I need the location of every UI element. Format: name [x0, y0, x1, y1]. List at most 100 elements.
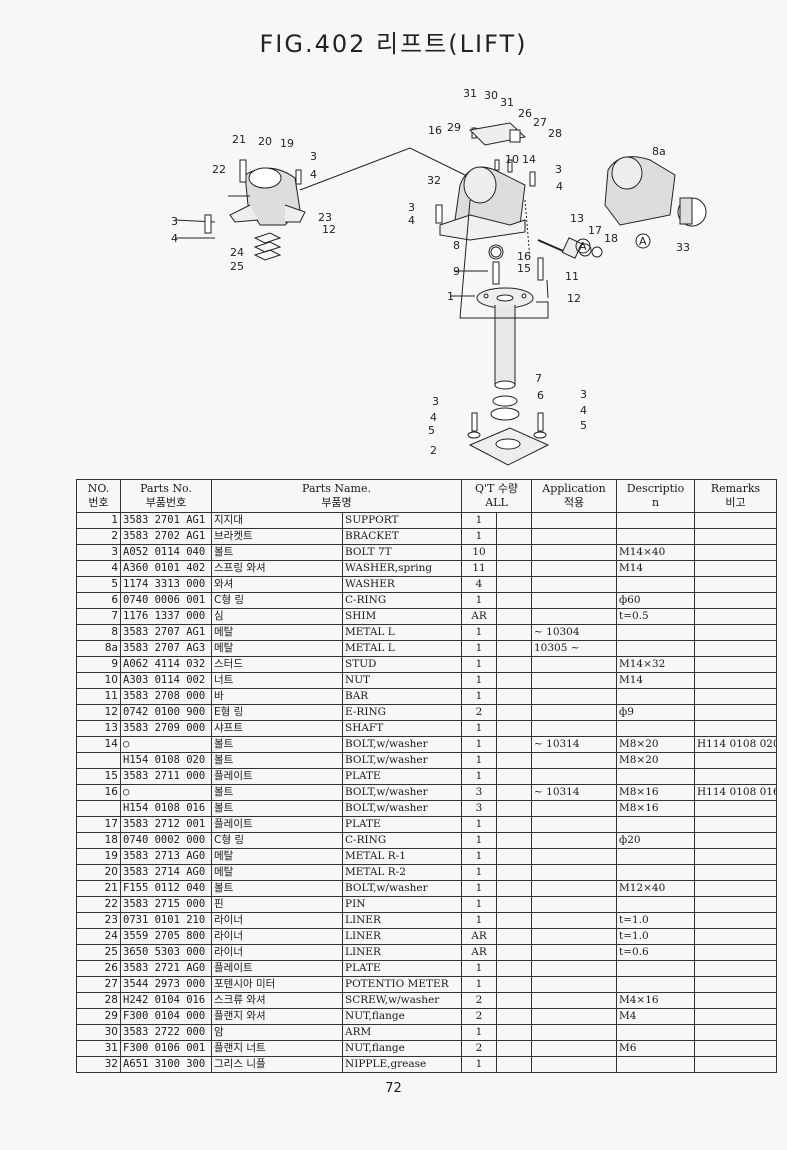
part-name-korean-cell: 볼트	[211, 800, 343, 817]
row-number-cell: 3	[76, 544, 121, 561]
part-name-english-cell: NUT	[342, 672, 462, 689]
application-cell	[531, 864, 617, 881]
callout-4: 4	[310, 168, 317, 181]
row-number-cell: 27	[76, 976, 121, 993]
row-number-cell: 20	[76, 864, 121, 881]
row-number-cell: 21	[76, 880, 121, 897]
application-cell	[531, 544, 617, 561]
application-cell	[531, 944, 617, 961]
description-cell: M4×16	[616, 992, 695, 1009]
application-cell	[531, 672, 617, 689]
part-name-english-cell: BOLT,w/washer	[342, 784, 462, 801]
application-cell	[531, 816, 617, 833]
remarks-cell	[694, 640, 777, 657]
quantity-extra-cell	[496, 640, 532, 657]
page-number: 72	[385, 1081, 402, 1096]
part-name-korean-cell: 볼트	[211, 784, 343, 801]
remarks-cell	[694, 512, 777, 529]
application-cell	[531, 992, 617, 1009]
part-name-korean-cell: 지지대	[211, 512, 343, 529]
part-name-korean-cell: 포텐시아 미터	[211, 976, 343, 993]
row-number-cell: 8a	[76, 640, 121, 657]
part-name-english-cell: METAL R-1	[342, 848, 462, 865]
quantity-cell: 1	[461, 1024, 497, 1041]
part-name-korean-cell: 플레이트	[211, 768, 343, 785]
callout-3: 3	[432, 395, 439, 408]
quantity-cell: 1	[461, 624, 497, 641]
quantity-cell: 11	[461, 560, 497, 577]
callout-3: 3	[555, 163, 562, 176]
quantity-cell: 1	[461, 816, 497, 833]
part-name-english-cell: SHAFT	[342, 720, 462, 737]
application-cell	[531, 592, 617, 609]
part-number-cell: ○	[120, 784, 212, 801]
part-number-cell: 3583 2721 AG0	[120, 960, 212, 977]
part-name-english-cell: NIPPLE,grease	[342, 1056, 462, 1073]
part-number-cell: 3583 2701 AG1	[120, 512, 212, 529]
description-cell: t=0.6	[616, 944, 695, 961]
quantity-cell: 1	[461, 512, 497, 529]
callout-3: 3	[580, 388, 587, 401]
quantity-extra-cell	[496, 928, 532, 945]
part-number-cell: F155 0112 040	[120, 880, 212, 897]
quantity-cell: 10	[461, 544, 497, 561]
callout-4: 4	[580, 404, 587, 417]
description-cell	[616, 720, 695, 737]
description-cell: t=0.5	[616, 608, 695, 625]
description-cell	[616, 896, 695, 913]
application-cell: ~ 10314	[531, 736, 617, 753]
callout-29: 29	[447, 121, 461, 134]
part-number-cell: 0740 0006 001	[120, 592, 212, 609]
part-number-cell: 3583 2715 000	[120, 896, 212, 913]
table-header-row: NO.번호 Parts No.부품번호 Parts Name.부품명 Q'T 수…	[76, 479, 777, 513]
part-name-korean-cell: 스크류 와셔	[211, 992, 343, 1009]
callout-18: 18	[604, 232, 618, 245]
row-number-cell: 31	[76, 1040, 121, 1057]
part-name-english-cell: BOLT,w/washer	[342, 736, 462, 753]
row-number-cell: 30	[76, 1024, 121, 1041]
part-name-english-cell: STUD	[342, 656, 462, 673]
callout-8: 8	[453, 239, 460, 252]
callout-16: 16	[517, 250, 531, 263]
page-title: FIG.402 리프트(LIFT)	[259, 30, 528, 58]
application-cell	[531, 704, 617, 721]
callout-25: 25	[230, 260, 244, 273]
part-name-english-cell: METAL R-2	[342, 864, 462, 881]
part-name-korean-cell: 플랜지 너트	[211, 1040, 343, 1057]
callout-22: 22	[212, 163, 226, 176]
header-no: NO.번호	[76, 479, 121, 513]
quantity-extra-cell	[496, 624, 532, 641]
bracket-left-icon	[204, 159, 306, 261]
base-plate-icon	[467, 412, 550, 466]
quantity-cell: 3	[461, 784, 497, 801]
application-cell	[531, 576, 617, 593]
description-cell	[616, 528, 695, 545]
part-name-korean-cell: 플레이트	[211, 960, 343, 977]
description-cell	[616, 960, 695, 977]
part-number-cell: ○	[120, 736, 212, 753]
description-cell: M14×32	[616, 656, 695, 673]
quantity-cell: 1	[461, 528, 497, 545]
description-cell: ф20	[616, 832, 695, 849]
quantity-extra-cell	[496, 816, 532, 833]
part-name-korean-cell: 바	[211, 688, 343, 705]
quantity-cell: 1	[461, 960, 497, 977]
quantity-cell: 1	[461, 832, 497, 849]
remarks-cell	[694, 1008, 777, 1025]
part-name-english-cell: BRACKET	[342, 528, 462, 545]
part-number-cell: 3559 2705 800	[120, 928, 212, 945]
part-number-cell: 1174 3313 000	[120, 576, 212, 593]
part-name-english-cell: PIN	[342, 896, 462, 913]
part-name-english-cell: LINER	[342, 944, 462, 961]
row-number-cell: 17	[76, 816, 121, 833]
row-number-cell: 19	[76, 848, 121, 865]
remarks-cell	[694, 560, 777, 577]
quantity-cell: 2	[461, 704, 497, 721]
